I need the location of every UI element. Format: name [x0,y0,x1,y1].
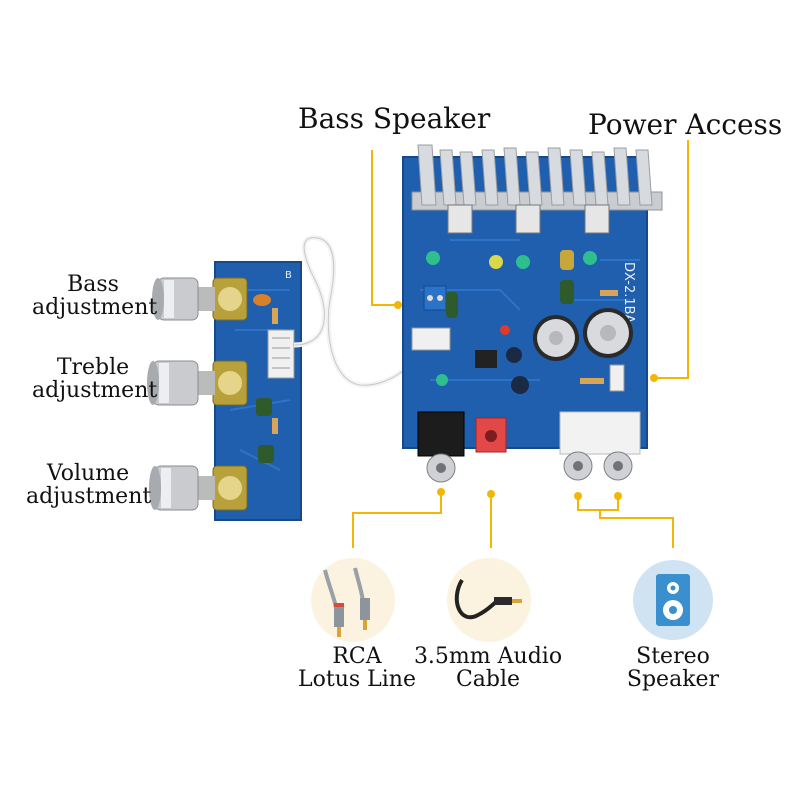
treble-adjustment-line2: adjustment [32,378,158,404]
treble-adjustment-label: Treble adjustment [32,355,158,404]
control-board-tag: B [285,270,292,281]
stereo-speaker-label-line1: Stereo [636,644,710,669]
audio-cable-label-line1: 3.5mm Audio [413,644,563,669]
filter-capacitor-1 [533,315,579,361]
callout-dots [394,301,658,500]
rca-cable-illustration [311,558,395,642]
heatsink [411,144,663,234]
power-access-label: Power Access [588,108,783,141]
rca-label-line2: Lotus Line [298,667,416,693]
filter-capacitor-2 [583,308,633,358]
volume-adjustment-line1: Volume [46,461,130,486]
audio-cable-label: 3.5mm Audio Cable [410,645,566,691]
treble-knob [147,360,248,406]
callout-lines [352,140,689,548]
bass-speaker-label: Bass Speaker [298,102,491,135]
speaker-illustration [633,560,713,640]
bass-adjustment-label: Bass adjustment [32,272,158,321]
treble-adjustment-line1: Treble [56,355,130,380]
volume-adjustment-line2: adjustment [26,484,152,510]
main-board-marking: DX-2.1BA [621,262,636,324]
bass-adjustment-line2: adjustment [32,295,158,321]
control-board: B [147,261,302,521]
bass-adjustment-line1: Bass [67,272,119,297]
rca-label: RCA Lotus Line [296,645,418,691]
main-board: DX-2.1BA [402,144,663,483]
audio-cable-illustration [447,558,531,642]
rca-label-line1: RCA [332,644,382,669]
stereo-speaker-label-line2: Speaker [626,667,720,693]
volume-adjustment-label: Volume adjustment [26,461,152,510]
volume-knob [149,465,248,511]
audio-cable-label-line2: Cable [455,667,521,693]
stereo-speaker-label: Stereo Speaker [618,645,728,691]
bass-knob [152,277,248,321]
